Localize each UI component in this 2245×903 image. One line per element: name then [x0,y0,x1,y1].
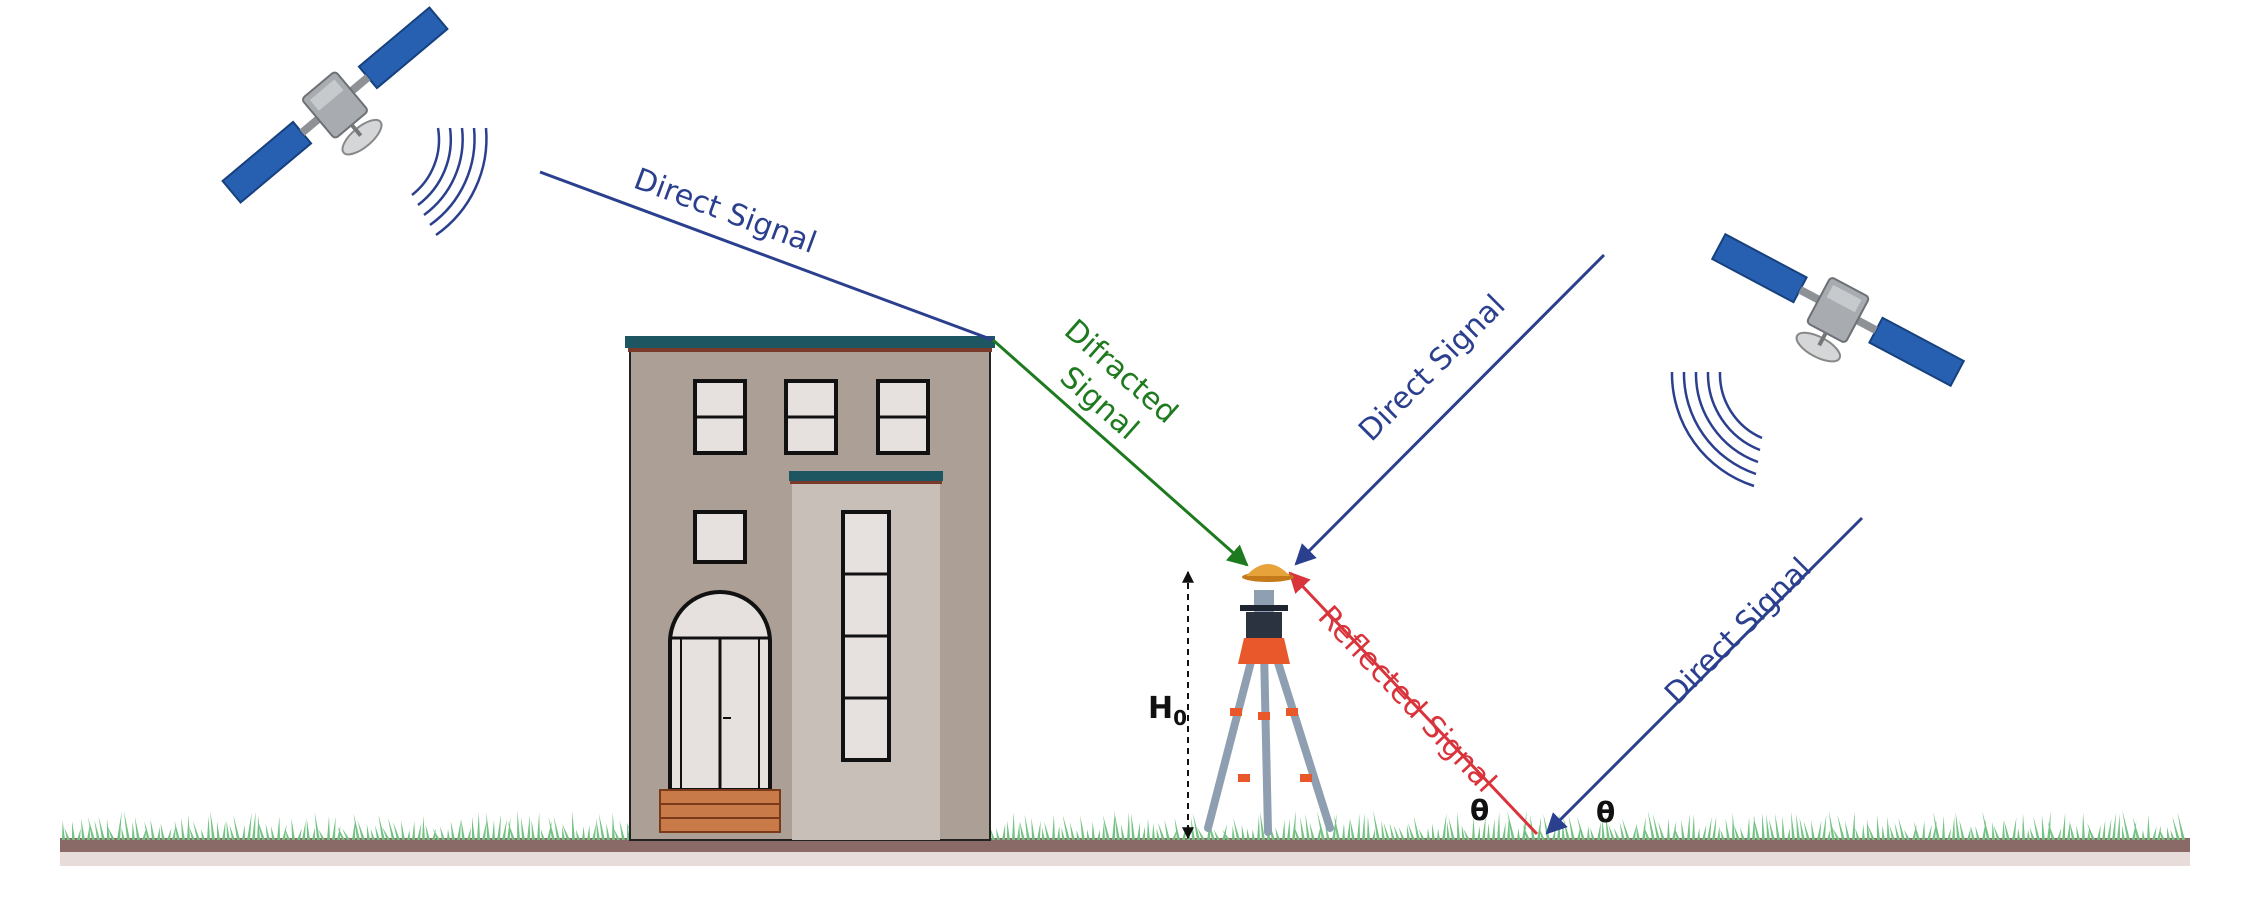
soil-strip [60,838,2190,854]
diffracted-signal-ray [992,338,1249,567]
signal-waves-left [411,127,488,237]
grass [62,810,2185,840]
theta-label: θ [1596,796,1615,829]
ground [60,810,2190,866]
building-icon [625,336,995,841]
direct-signal-ray-1 [539,170,994,342]
tripod-icon [1204,590,1334,836]
soil-shadow [60,852,2190,866]
theta-label: θ [1470,794,1489,827]
gnss-antenna-icon [1242,564,1294,582]
building-wing-roof [789,471,943,481]
satellite-icon [221,6,449,204]
height-label: H0 [1148,691,1187,730]
satellite-icon [1710,232,1966,388]
direct-signal-label-1: Direct Signal [629,162,821,261]
direct-signal-label-3: Direct Signal [1658,551,1818,711]
direct-signal-label-2: Direct Signal [1352,288,1512,448]
window [876,379,930,455]
grass-blades [62,810,2185,840]
building-roof-trim [628,348,992,352]
door [668,590,772,792]
window [693,510,747,564]
diffracted-signal-label: Difracted Signal [1032,313,1191,466]
signal-waves-right [1670,371,1763,488]
building-wing-trim [790,481,942,484]
window [693,379,747,455]
reflected-signal-ray [1288,571,1539,836]
reflected-signal-label: Reflected Signal [1311,599,1503,799]
steps [659,789,781,833]
tall-window [841,510,891,762]
direct-signal-ray-2 [1294,253,1606,566]
building-roof [625,336,995,348]
window [784,379,838,455]
direct-signal-ray-3 [1545,516,1864,835]
